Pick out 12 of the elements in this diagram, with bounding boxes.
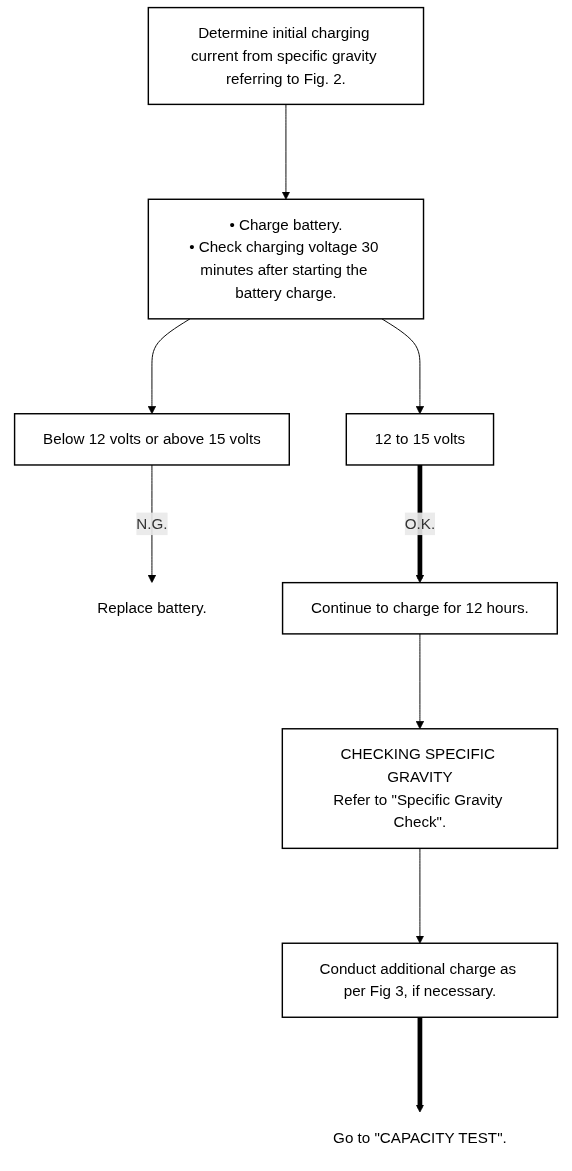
- arrow: [415, 1017, 425, 1113]
- node-box: Conduct additional charge as per Fig 3, if necessary.: [281, 942, 559, 1018]
- edge-label: N.G.: [136, 515, 168, 532]
- node-box: Determine initial charging current from specific gravity referring to Fig. 2.: [147, 6, 425, 106]
- node-text: Go to "CAPACITY TEST".: [333, 1129, 507, 1146]
- node-box: CHECKING SPECIFIC GRAVITY Refer to "Specific Gravity Check".: [281, 728, 559, 850]
- node-box: Continue to charge for 12 hours.: [281, 581, 558, 635]
- node-text: Replace battery.: [97, 599, 207, 616]
- node-box: Below 12 volts or above 15 volts: [13, 413, 290, 466]
- node-box: 12 to 15 volts: [345, 413, 495, 466]
- node-box: • Charge battery. • Check charging voltage 30 minutes after starting the battery charge.: [147, 198, 425, 320]
- edge-label: O.K.: [404, 515, 436, 532]
